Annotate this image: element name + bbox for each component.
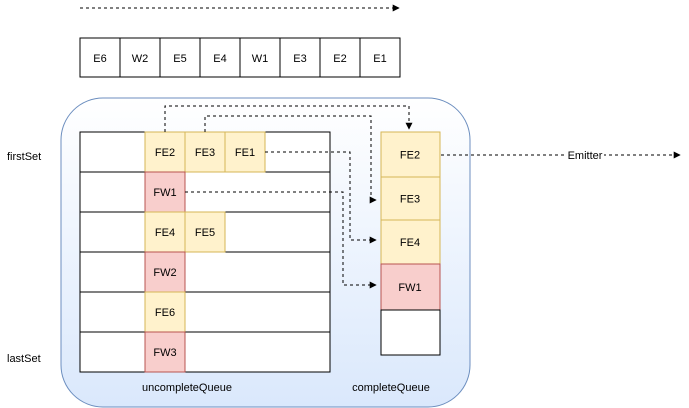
connectors <box>164 105 681 289</box>
connector-fw1 <box>185 191 377 289</box>
stream-item-label: E3 <box>293 53 306 65</box>
stream-item <box>319 37 361 78</box>
emitter-label-bg <box>566 148 604 162</box>
complete-queue-item <box>380 263 441 311</box>
input-stream: E6 W2 E5 E4 W1 E3 E2 E1 <box>79 37 401 78</box>
complete-queue-item-label: FW1 <box>398 282 421 294</box>
element-cell <box>144 131 186 173</box>
cell-label: FW3 <box>153 347 176 359</box>
stream-item-label: E4 <box>213 53 226 65</box>
cell-label: FW1 <box>153 187 176 199</box>
watermark-cell <box>144 331 186 373</box>
emitter-label: Emitter <box>568 150 603 162</box>
stream-item-label: E5 <box>173 53 186 65</box>
cell-label: FE6 <box>155 307 175 319</box>
cell-label: FE2 <box>155 147 175 159</box>
uncomplete-queue-row <box>79 291 331 333</box>
uncomplete-queue-label: uncompleteQueue <box>142 382 232 394</box>
stream-item-label: W1 <box>252 53 269 65</box>
first-set-label: firstSet <box>7 151 41 163</box>
element-cell <box>184 211 226 253</box>
complete-queue-item-label: FE4 <box>400 237 420 249</box>
stream-item-label: E2 <box>333 53 346 65</box>
watermark-cell <box>144 251 186 293</box>
stream-item <box>239 37 281 78</box>
complete-queue-item <box>380 176 441 221</box>
stream-item <box>79 37 121 78</box>
stream-item <box>279 37 321 78</box>
complete-queue-item <box>380 131 441 178</box>
complete-queue-label: completeQueue <box>352 382 430 394</box>
connector-fe3 <box>204 115 377 204</box>
stream-item <box>199 37 241 78</box>
complete-queue-empty-slot <box>380 309 441 356</box>
stream-item-label: W2 <box>132 53 149 65</box>
stream-item-label: E6 <box>93 53 106 65</box>
complete-queue-item-label: FE3 <box>400 194 420 206</box>
connector-fe1 <box>265 151 377 244</box>
cell-label: FW2 <box>153 267 176 279</box>
complete-queue-item-label: FE2 <box>400 150 420 162</box>
last-set-label: lastSet <box>7 353 41 365</box>
uncomplete-queue-row <box>79 251 331 293</box>
element-cell <box>184 131 226 173</box>
element-cell <box>144 291 186 333</box>
cell-label: FE1 <box>235 147 255 159</box>
cell-label: FE3 <box>195 147 215 159</box>
stream-item-label: E1 <box>373 53 386 65</box>
connector-fe2 <box>164 105 413 132</box>
uncomplete-queue-row <box>79 331 331 373</box>
stream-item <box>119 37 161 78</box>
cell-label: FE4 <box>155 227 175 239</box>
stream-item <box>359 37 401 78</box>
cell-label: FE5 <box>195 227 215 239</box>
